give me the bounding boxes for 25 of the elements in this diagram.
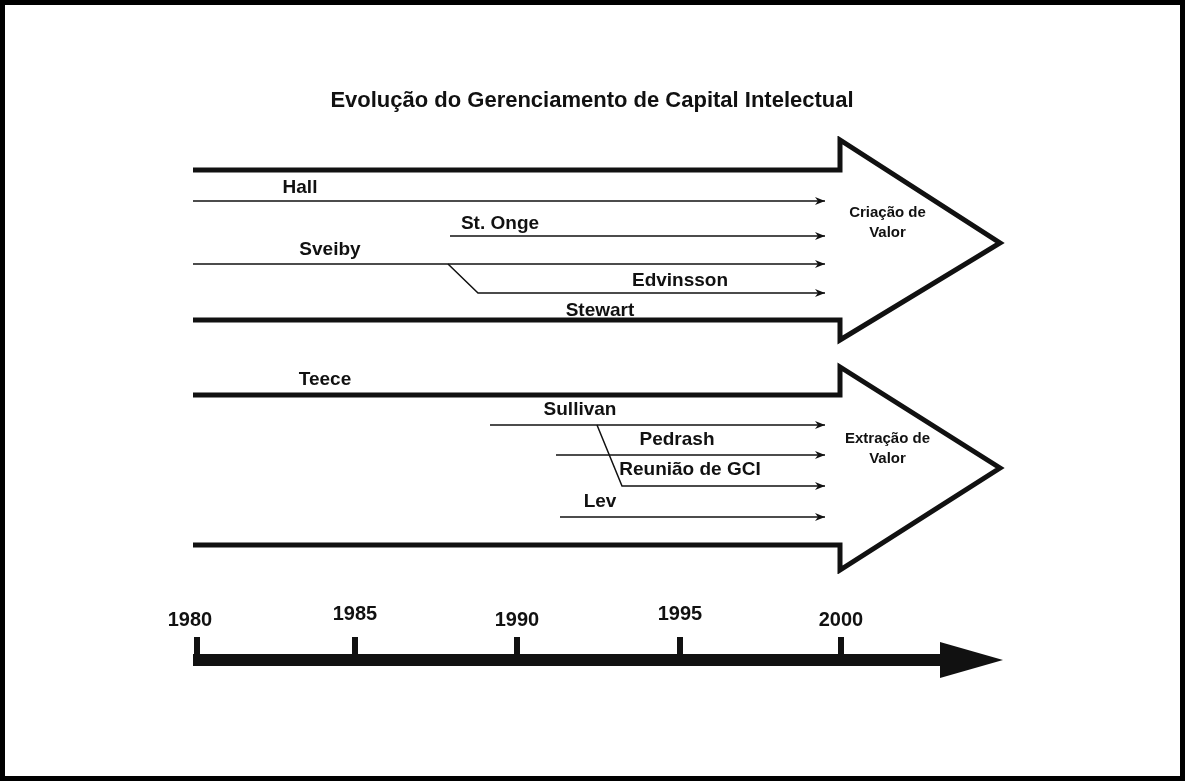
arrow bbox=[489, 421, 826, 429]
arrow bbox=[559, 513, 826, 521]
edge-label: Reunião de GCI bbox=[619, 458, 761, 478]
year-label: 1990 bbox=[494, 609, 540, 629]
arrow bbox=[555, 451, 826, 459]
arrow bbox=[596, 424, 826, 490]
edge-label: St. Onge bbox=[460, 212, 540, 232]
year-label: 1985 bbox=[332, 603, 378, 623]
edge-label: Edvinsson bbox=[631, 269, 729, 289]
arrow bbox=[192, 260, 826, 268]
edge-label: Sullivan bbox=[543, 398, 617, 418]
edge-label: Pedrash bbox=[639, 428, 715, 448]
arrow-label: Extração de Valor bbox=[843, 428, 931, 468]
edge-label: Hall bbox=[282, 176, 318, 196]
year-label: 1995 bbox=[657, 603, 703, 623]
arrow bbox=[447, 263, 826, 297]
year-label: 2000 bbox=[818, 609, 864, 629]
row-label: Stewart bbox=[565, 299, 635, 319]
edge-label: Sveiby bbox=[299, 238, 361, 258]
arrow bbox=[192, 197, 826, 205]
arrow bbox=[449, 232, 826, 240]
year-label: 1980 bbox=[167, 609, 213, 629]
diagram-title: Evolução do Gerenciamento de Capital Intelectual bbox=[330, 89, 854, 111]
edge-label: Lev bbox=[583, 490, 617, 510]
arrow-label: Criação de Valor bbox=[848, 202, 927, 242]
